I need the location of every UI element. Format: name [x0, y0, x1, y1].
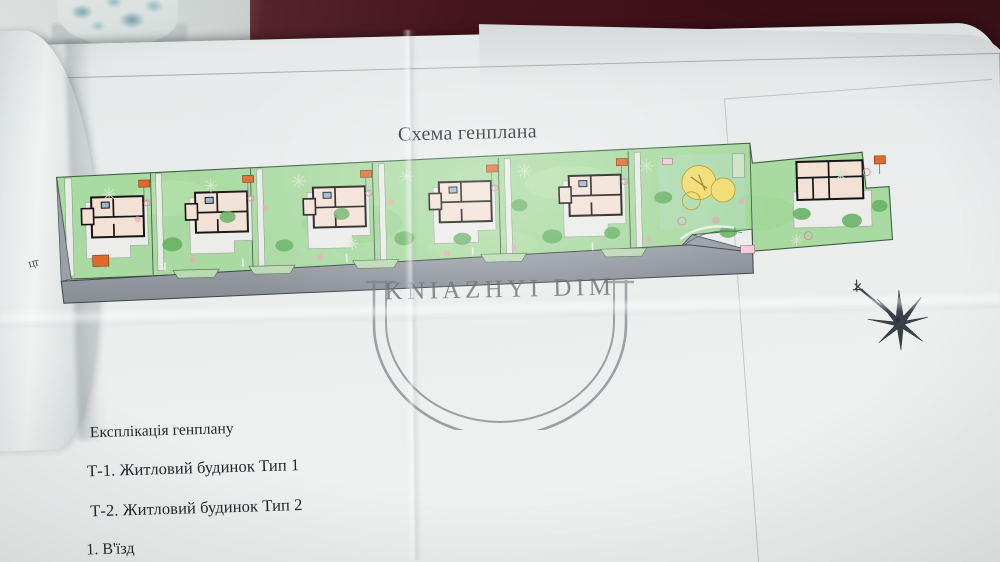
- house-plot-4: [428, 164, 499, 244]
- gate-marker: [138, 179, 151, 188]
- vegetation: [101, 158, 888, 263]
- house-plot-2: [184, 174, 255, 255]
- legend-block: Експлікація генплану Т-1. Житловий будин…: [86, 412, 521, 562]
- legend-house-type-1: Т-1. Житловий будинок Тип 1: [86, 455, 300, 481]
- plot-paving: [64, 151, 643, 277]
- compass-rose: [846, 270, 959, 374]
- road-kerb-marks: [164, 242, 594, 271]
- house-plot-3: [302, 169, 373, 250]
- house-plot-1: [80, 179, 151, 267]
- house-group-type-1: [80, 158, 629, 267]
- north-arrow-icon: [852, 279, 928, 351]
- house-plot-5: [558, 158, 629, 238]
- site-plan-drawing: [50, 129, 934, 327]
- site-entrance: [56, 177, 72, 282]
- parking-bays: [172, 247, 648, 279]
- playground-area: [658, 153, 747, 230]
- legend-house-type-2: Т-2. Житловий будинок Тип 2: [89, 495, 303, 521]
- plan-label-boxes: [661, 157, 756, 254]
